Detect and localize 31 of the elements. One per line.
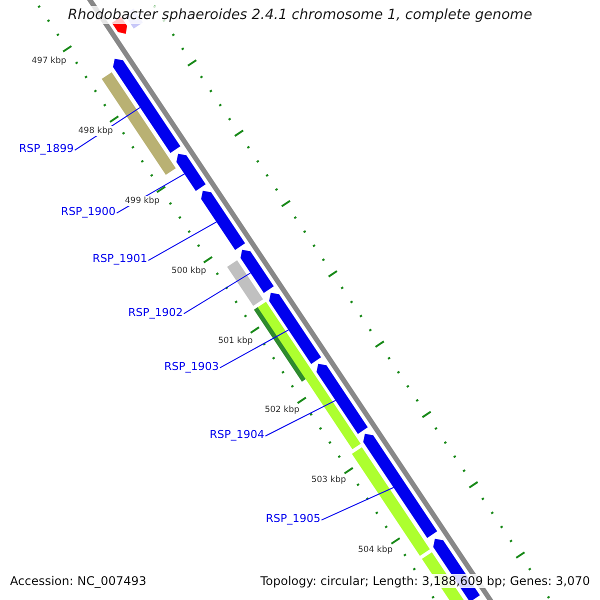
tick-label: 500 kbp xyxy=(170,266,208,276)
gene-feature xyxy=(113,58,180,153)
gene-feature xyxy=(363,434,438,538)
gene-bar xyxy=(227,260,264,306)
gene-label: RSP_1903 xyxy=(164,360,219,373)
tick-label: 501 kbp xyxy=(217,336,254,346)
tick-label: 502 kbp xyxy=(264,405,300,416)
gene-label: RSP_1905 xyxy=(266,512,320,526)
gene-bar xyxy=(352,447,430,556)
tick-label: 499 kbp xyxy=(124,196,161,206)
leader-line xyxy=(148,222,217,261)
leader-line xyxy=(320,487,394,521)
gene-label: RSP_1904 xyxy=(210,428,264,442)
leader-line xyxy=(264,400,336,436)
gene-feature xyxy=(240,250,274,293)
accession-text: Accession: NC_007493 xyxy=(10,574,146,588)
gene-feature xyxy=(269,292,322,364)
gene-label: RSP_1899 xyxy=(19,142,74,156)
gene-label: RSP_1902 xyxy=(128,306,183,319)
gene-feature xyxy=(201,190,246,250)
tick-label: 498 kbp xyxy=(77,126,114,136)
gene-label: RSP_1901 xyxy=(92,252,148,266)
genome-summary-text: Topology: circular; Length: 3,188,609 bp; Genes: 3,070 xyxy=(260,574,590,588)
gene-feature xyxy=(316,364,368,434)
leader-line xyxy=(219,330,289,368)
tick-label: 497 kbp xyxy=(30,56,68,66)
tick-label: 503 kbp xyxy=(310,475,347,486)
leader-line xyxy=(183,272,251,314)
tick-label: 504 kbp xyxy=(356,545,394,556)
gene-feature xyxy=(176,154,206,191)
gene-label: RSP_1900 xyxy=(60,205,116,218)
